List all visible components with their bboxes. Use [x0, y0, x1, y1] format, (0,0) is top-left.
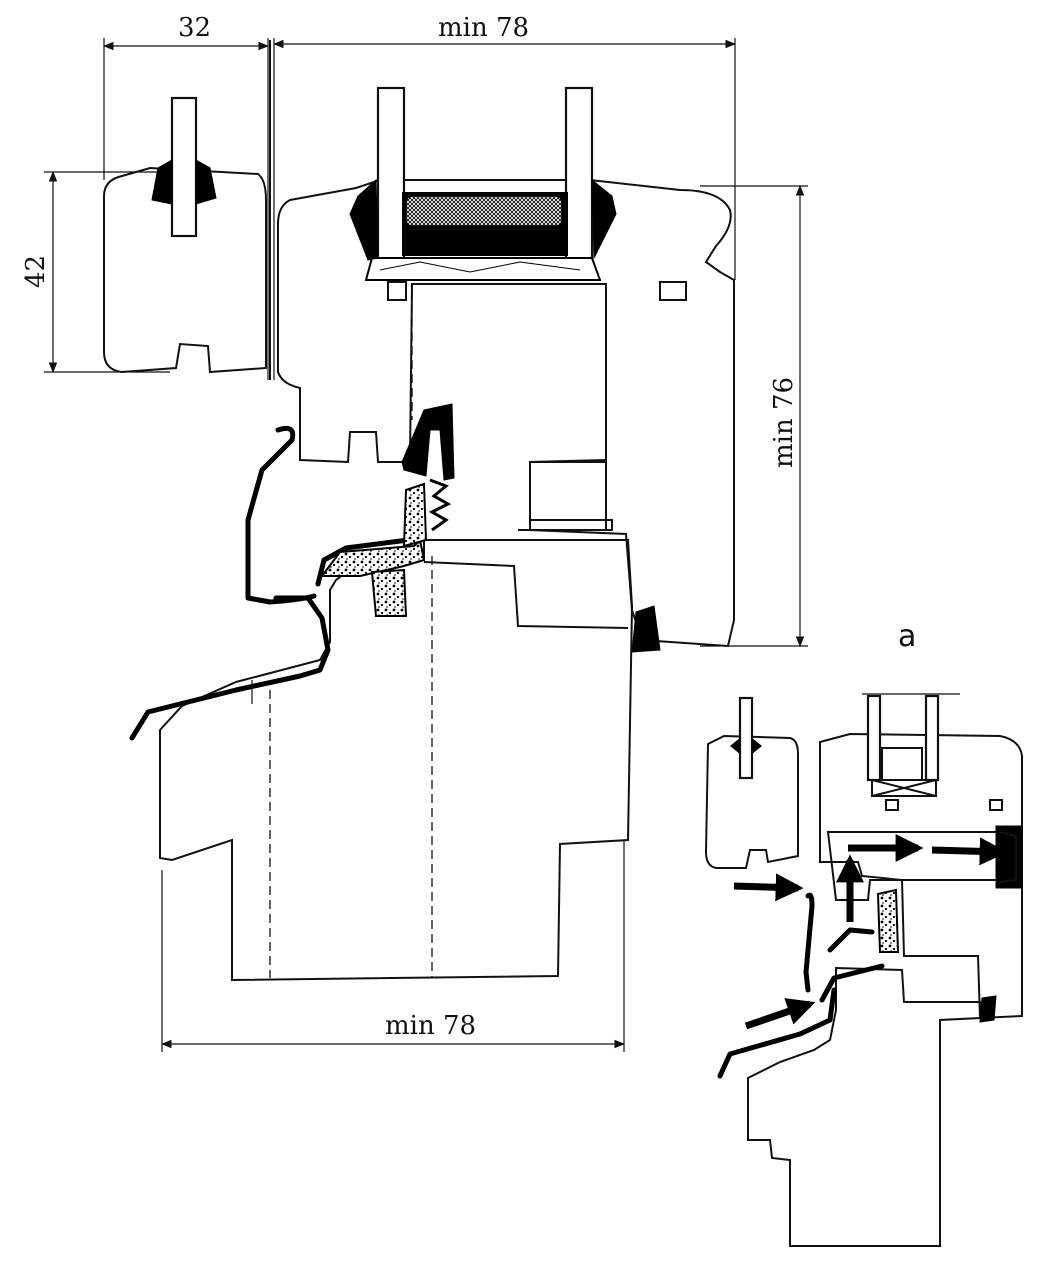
- left-sash-profile: [103, 166, 267, 374]
- airflow-arrows: [733, 834, 1008, 1030]
- dimension-bottom-width: min 78: [385, 1011, 476, 1041]
- left-glazing-bead: [151, 159, 217, 205]
- main-section: [103, 40, 735, 982]
- detail-a: [704, 693, 1023, 1247]
- weather-strip: [401, 403, 455, 481]
- foam-seal-upper: [320, 537, 426, 577]
- inner-seal: [631, 605, 661, 653]
- drip-rail: [245, 425, 317, 605]
- dimension-left-height: 42: [21, 255, 51, 288]
- foam-seal-lower: [370, 568, 408, 617]
- dimension-top-left: 32: [178, 13, 211, 43]
- left-glass-pane: [170, 96, 198, 238]
- detail-label: a: [898, 619, 916, 654]
- right-glass-pane-inner: [564, 86, 594, 262]
- right-glass-pane-outer: [376, 86, 406, 262]
- dimension-right-height: min 76: [769, 377, 799, 468]
- frame-profile: [159, 539, 634, 982]
- dimension-top-right: min 78: [438, 13, 529, 43]
